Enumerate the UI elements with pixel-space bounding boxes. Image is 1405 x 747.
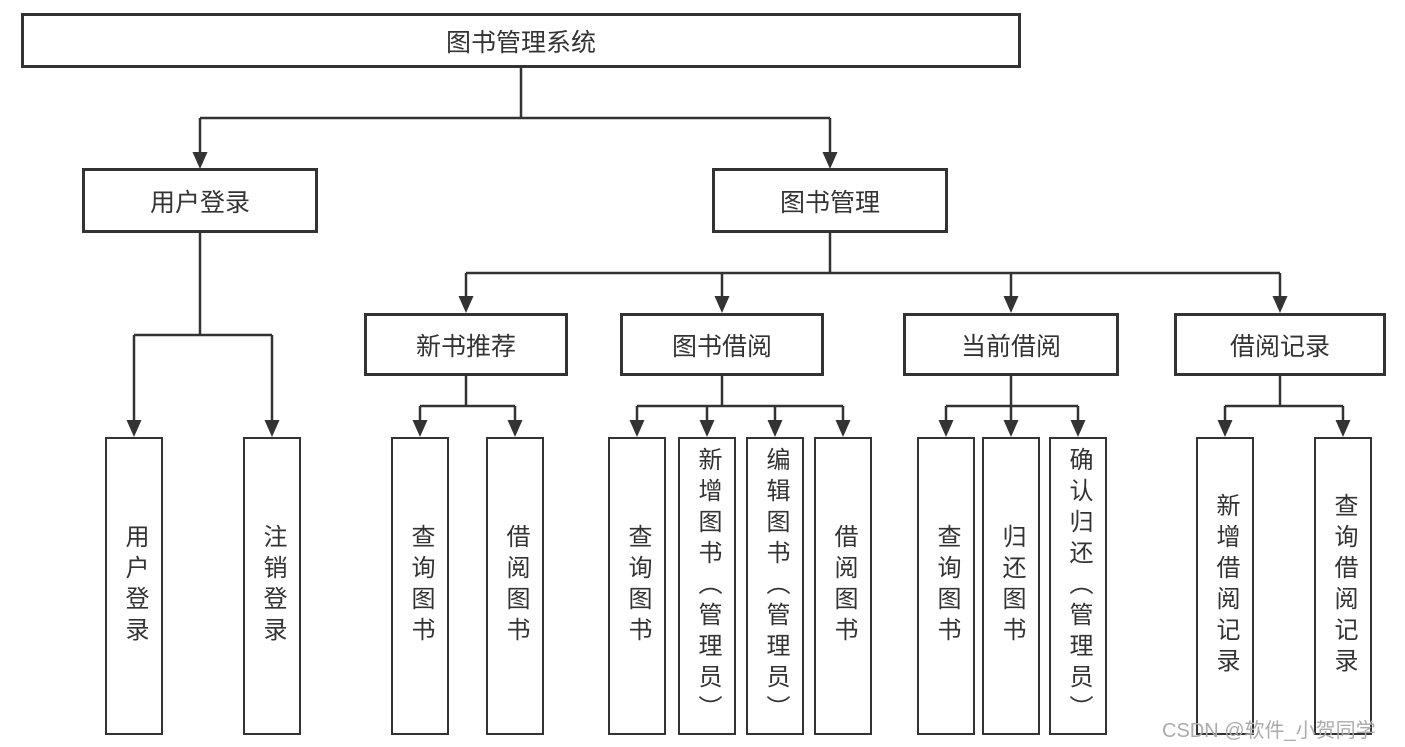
node-label: 查询图书 [407,524,434,648]
node-new-book-recommend: 新书推荐 [364,313,568,376]
leaf-borrow-books-recommend: 借阅图书 [486,437,544,735]
leaf-query-books-borrowing: 查询图书 [608,437,666,735]
node-current-borrowing: 当前借阅 [903,313,1119,376]
node-label: 用户登录 [149,188,250,217]
node-label: 查询图书 [933,524,960,648]
node-user-login: 用户登录 [82,168,318,233]
leaf-edit-book-admin: 编辑图书（管理员） [746,437,804,735]
node-label: 新增借阅记录 [1212,493,1239,679]
node-borrowing-records: 借阅记录 [1174,313,1386,376]
leaf-query-books-recommend: 查询图书 [391,437,449,735]
node-label: 新增图书（管理员） [694,446,721,726]
node-label: 图书借阅 [671,332,772,361]
leaf-query-borrow-record: 查询借阅记录 [1314,437,1372,735]
node-label: 当前借阅 [960,332,1061,361]
node-label: 归还图书 [998,524,1025,648]
node-label: 用户登录 [121,524,148,648]
leaf-logout: 注销登录 [243,437,301,735]
leaf-user-login: 用户登录 [105,437,163,735]
arrowheads [126,152,1351,437]
node-label: 新书推荐 [415,332,516,361]
node-book-borrowing: 图书借阅 [620,313,824,376]
node-label: 借阅记录 [1229,332,1330,361]
node-label: 借阅图书 [502,524,529,648]
leaf-borrow-books: 借阅图书 [814,437,872,735]
leaf-query-books-current: 查询图书 [917,437,975,735]
leaf-add-book-admin: 新增图书（管理员） [678,437,736,735]
node-book-management: 图书管理 [712,168,948,233]
node-label: 查询借阅记录 [1330,493,1357,679]
node-library-management-system: 图书管理系统 [21,13,1021,68]
node-label: 图书管理系统 [445,28,596,57]
node-label: 编辑图书（管理员） [762,446,789,726]
node-label: 图书管理 [779,188,880,217]
node-label: 查询图书 [624,524,651,648]
node-label: 借阅图书 [830,524,857,648]
leaf-return-book: 归还图书 [982,437,1040,735]
node-label: 确认归还（管理员） [1065,446,1092,726]
leaf-add-borrow-record: 新增借阅记录 [1196,437,1254,735]
leaf-confirm-return-admin: 确认归还（管理员） [1049,437,1107,735]
node-label: 注销登录 [259,524,286,648]
